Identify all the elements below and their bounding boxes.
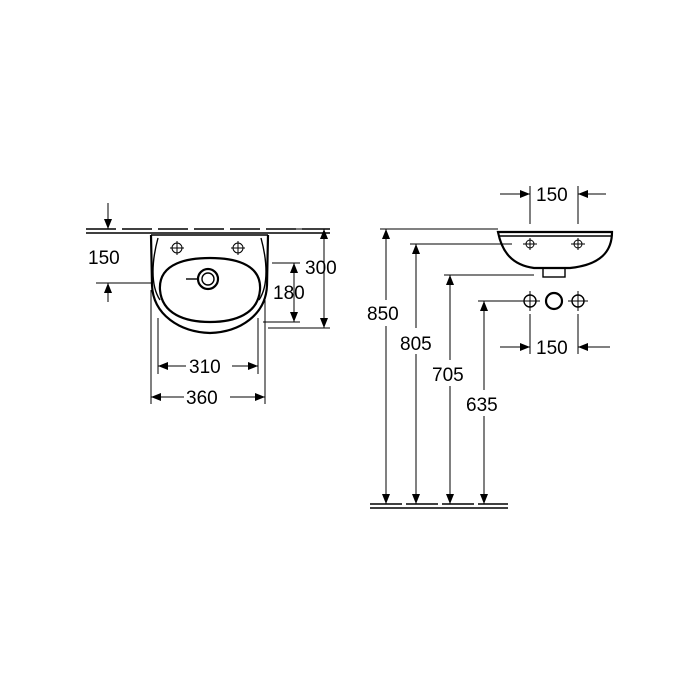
wall-line-front (86, 228, 330, 234)
dim-height-rim: 850 (367, 229, 399, 504)
dim-height-supply: 635 (466, 301, 498, 504)
dim-inner-width: 310 (157, 318, 259, 378)
dim-top-width-label: 150 (536, 185, 568, 206)
waste-outlet (542, 267, 566, 278)
dim-depth-label: 300 (305, 258, 337, 279)
dim-depth: 300 (268, 228, 337, 329)
dim-tap-spacing: 150 (500, 314, 610, 359)
dim-top-width: 150 (500, 185, 606, 224)
side-view: 150 150 8 (367, 185, 614, 509)
basin-outline (149, 234, 270, 335)
dim-top-offset-label: 150 (88, 248, 120, 269)
dim-outer-width: 360 (150, 290, 266, 409)
dim-tap-spacing-label: 150 (536, 338, 568, 359)
basin-bowl (158, 256, 262, 324)
drain-hole-icon (196, 267, 220, 291)
dim-outer-width-label: 360 (186, 388, 218, 409)
tap-hole-icon (170, 241, 245, 255)
front-view: 150 300 180 310 (86, 203, 337, 409)
basin-side-profile (496, 230, 614, 270)
dim-inner-width-label: 310 (189, 357, 221, 378)
dim-hole-depth-label: 180 (273, 283, 305, 304)
dim-height-basin: 805 (400, 244, 432, 504)
floor-line (370, 503, 508, 509)
dim-height-rim-label: 850 (367, 304, 399, 325)
dim-height-waste-label: 705 (432, 365, 464, 386)
dim-top-offset: 150 (88, 203, 151, 302)
dim-hole-depth: 180 (263, 262, 305, 323)
waste-connection-icon (544, 291, 564, 311)
dim-height-supply-label: 635 (466, 395, 498, 416)
supply-connections (520, 291, 588, 311)
basin-rim (152, 237, 161, 301)
dim-height-basin-label: 805 (400, 334, 432, 355)
dim-height-waste: 705 (432, 275, 464, 504)
side-tap-hole-icon (523, 238, 585, 250)
